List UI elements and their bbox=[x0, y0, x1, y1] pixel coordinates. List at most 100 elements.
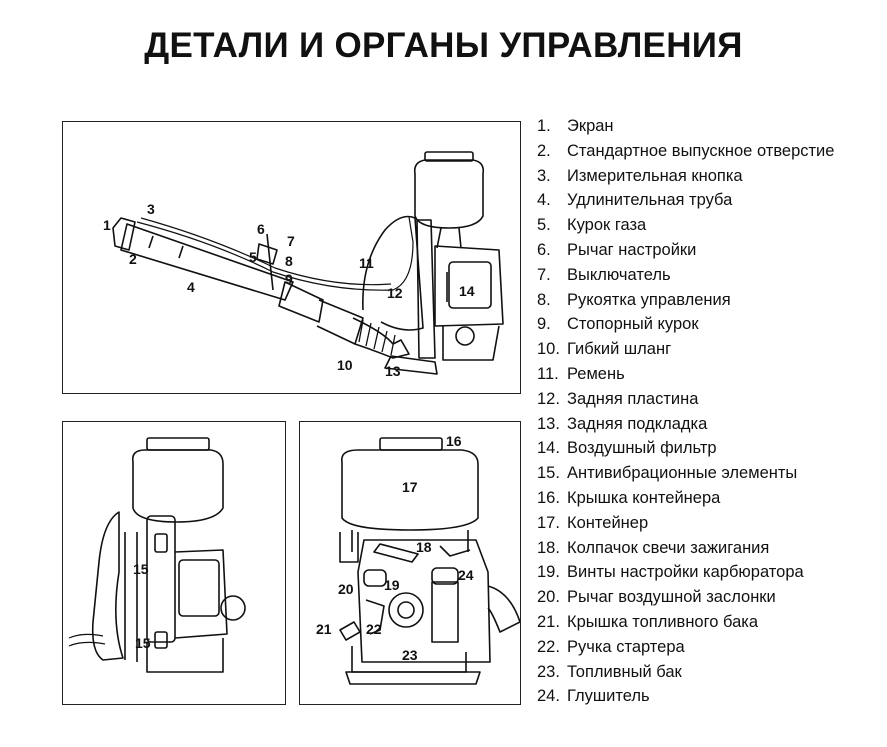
extension-tube-part bbox=[120, 223, 294, 301]
diagram-side-view: 1 2 3 4 5 6 7 8 9 10 11 12 13 14 bbox=[62, 121, 521, 394]
legend-item: 19. Винты настройки карбюратора bbox=[537, 560, 834, 585]
legend-number: 5. bbox=[537, 216, 551, 235]
legend-item: 1. Экран bbox=[537, 114, 834, 139]
page-title: ДЕТАЛИ И ОРГАНЫ УПРАВЛЕНИЯ bbox=[144, 26, 743, 65]
legend-item: 4. Удлинительная труба bbox=[537, 188, 834, 213]
legend-item: 20. Рычаг воздушной заслонки bbox=[537, 585, 834, 610]
legend-label: Топливный бак bbox=[567, 662, 682, 681]
legend-label: Курок газа bbox=[567, 216, 647, 235]
tank-part bbox=[413, 159, 485, 229]
legend-label: Ремень bbox=[567, 364, 625, 383]
callout-20: 20 bbox=[338, 581, 354, 597]
callout-19: 19 bbox=[384, 577, 400, 593]
legend-number: 11. bbox=[537, 364, 559, 383]
legend-label: Гибкий шланг bbox=[567, 340, 672, 359]
legend-number: 22. bbox=[537, 637, 560, 656]
callout-23: 23 bbox=[402, 647, 418, 663]
legend-number: 12. bbox=[537, 389, 560, 408]
callout-9: 9 bbox=[285, 271, 293, 287]
legend-item: 7.Выключатель bbox=[537, 263, 834, 288]
callout-22: 22 bbox=[366, 621, 382, 637]
callout-6: 6 bbox=[257, 221, 265, 237]
legend-number: 8. bbox=[537, 290, 551, 309]
legend-item: 22. Ручка стартера bbox=[537, 635, 834, 660]
container-cap-part bbox=[379, 437, 443, 451]
diagram-engine-view: 16 17 18 19 20 21 22 23 24 bbox=[299, 421, 521, 705]
legend-item: 3.Измерительная кнопка bbox=[537, 164, 834, 189]
legend-item: 2. Стандартное выпускное отверстие bbox=[537, 139, 834, 164]
callout-17: 17 bbox=[402, 479, 418, 495]
legend-number: 2. bbox=[537, 141, 551, 160]
legend-label: Антивибрационные элементы bbox=[567, 464, 798, 483]
callout-8: 8 bbox=[285, 253, 293, 269]
legend-number: 15. bbox=[537, 464, 560, 483]
legend-label: Воздушный фильтр bbox=[567, 439, 717, 458]
legend-item: 9. Стопорный курок bbox=[537, 312, 834, 337]
legend-number: 21. bbox=[537, 612, 560, 631]
side-view-drawing: 1 2 3 4 5 6 7 8 9 10 11 12 13 14 bbox=[103, 151, 504, 379]
callout-7: 7 bbox=[287, 233, 295, 249]
legend-label: Рукоятка управления bbox=[567, 290, 731, 309]
legend-number: 20. bbox=[537, 588, 560, 607]
legend-number: 4. bbox=[537, 191, 551, 210]
legend-item: 12. Задняя пластина bbox=[537, 387, 834, 412]
callout-5: 5 bbox=[249, 249, 257, 265]
legend-number: 14. bbox=[537, 439, 560, 458]
legend-number: 3. bbox=[537, 166, 551, 185]
legend-label: Экран bbox=[567, 117, 614, 135]
legend-label: Крышка топливного бака bbox=[567, 612, 759, 631]
legend-label: Стандартное выпускное отверстие bbox=[567, 141, 835, 160]
screen-part bbox=[112, 217, 136, 251]
legend-item: 5. Курок газа bbox=[537, 213, 834, 238]
legend-number: 16. bbox=[537, 488, 560, 507]
legend-label: Контейнер bbox=[567, 513, 649, 532]
legend-label: Задняя подкладка bbox=[567, 414, 708, 433]
legend-number: 13. bbox=[537, 414, 560, 433]
legend-label: Задняя пластина bbox=[567, 389, 699, 408]
callout-14: 14 bbox=[459, 283, 475, 299]
callout-15a: 15 bbox=[133, 561, 149, 577]
legend-number: 9. bbox=[537, 315, 551, 334]
callout-16: 16 bbox=[446, 433, 462, 449]
legend-label: Колпачок свечи зажигания bbox=[567, 538, 770, 557]
legend-item: 24.Глушитель bbox=[537, 684, 834, 709]
callout-3: 3 bbox=[147, 201, 155, 217]
legend-number: 10. bbox=[537, 340, 560, 359]
callout-18: 18 bbox=[416, 539, 432, 555]
callout-12: 12 bbox=[387, 285, 403, 301]
legend-item: 16. Крышка контейнера bbox=[537, 486, 834, 511]
callout-15b: 15 bbox=[135, 635, 151, 651]
parts-legend: 1. Экран 2. Стандартное выпускное отверсти… bbox=[537, 114, 834, 709]
legend-item: 11. Ремень bbox=[537, 362, 834, 387]
diagram-rear-side-view: 15 15 bbox=[62, 421, 286, 705]
legend-label: Ручка стартера bbox=[567, 637, 685, 656]
callout-21: 21 bbox=[316, 621, 332, 637]
legend-label: Глушитель bbox=[567, 687, 650, 706]
legend-label: Удлинительная труба bbox=[567, 191, 733, 210]
legend-item: 23. Топливный бак bbox=[537, 660, 834, 685]
legend-number: 1. bbox=[537, 117, 551, 135]
callout-2: 2 bbox=[129, 251, 137, 267]
legend-item: 17.Контейнер bbox=[537, 511, 834, 536]
legend-label: Стопорный курок bbox=[567, 315, 699, 334]
callout-13: 13 bbox=[385, 363, 401, 379]
rear-side-view-drawing: 15 15 bbox=[68, 437, 246, 673]
callout-4: 4 bbox=[187, 279, 195, 295]
legend-label: Рычаг воздушной заслонки bbox=[567, 588, 776, 607]
legend-number: 19. bbox=[537, 563, 560, 582]
legend-item: 8. Рукоятка управления bbox=[537, 288, 834, 313]
legend-item: 18.Колпачок свечи зажигания bbox=[537, 536, 834, 561]
legend-label: Выключатель bbox=[567, 265, 671, 284]
legend-item: 14. Воздушный фильтр bbox=[537, 436, 834, 461]
legend-label: Крышка контейнера bbox=[567, 488, 721, 507]
callout-10: 10 bbox=[337, 357, 353, 373]
legend-item: 21. Крышка топливного бака bbox=[537, 610, 834, 635]
legend-item: 10. Гибкий шланг bbox=[537, 337, 834, 362]
callout-1: 1 bbox=[103, 217, 111, 233]
legend-number: 23. bbox=[537, 662, 560, 681]
legend-item: 6.Рычаг настройки bbox=[537, 238, 834, 263]
legend-label: Рычаг настройки bbox=[567, 240, 697, 259]
legend-item: 13. Задняя подкладка bbox=[537, 412, 834, 437]
legend-label: Винты настройки карбюратора bbox=[567, 563, 804, 582]
container-part bbox=[341, 449, 479, 531]
